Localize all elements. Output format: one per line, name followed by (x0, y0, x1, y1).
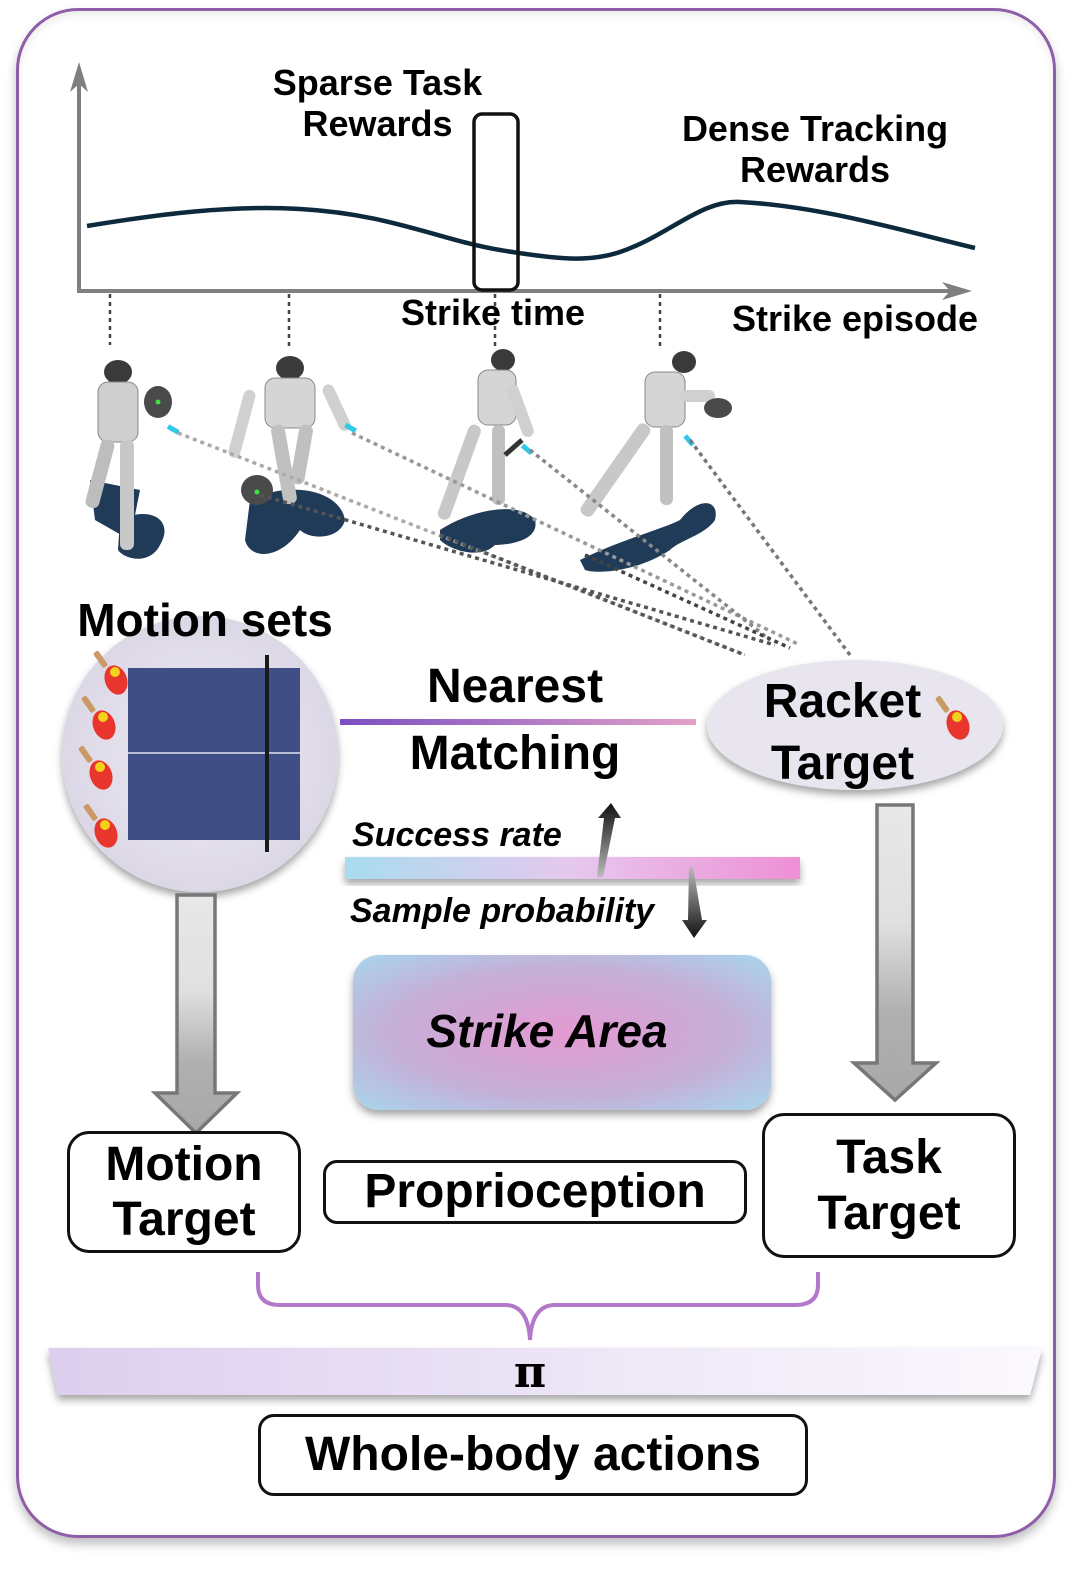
sample-probability-down-arrow-icon (682, 867, 707, 938)
nearest-matching-line (340, 719, 696, 725)
policy-band (48, 1348, 1042, 1395)
strike-episode-label: Strike episode (731, 298, 979, 339)
task-target-box: Task Target (762, 1113, 1016, 1258)
policy-symbol: π (513, 1347, 547, 1398)
input-brace (256, 1272, 820, 1341)
outer-frame (16, 8, 1056, 1538)
curriculum-bar (345, 857, 800, 879)
robot-pose-1 (85, 360, 180, 559)
table-tennis-table (128, 668, 300, 840)
task-down-arrow-icon (849, 803, 941, 1103)
nearest-label: Nearest (426, 660, 604, 713)
motion-sets-title: Motion sets (77, 594, 333, 646)
dense-reward-curve (86, 199, 976, 261)
robot-pose-3 (437, 349, 536, 553)
motion-target-box: Motion Target (67, 1131, 301, 1253)
whole-body-actions-box: Whole-body actions (258, 1414, 808, 1496)
racket-target-label: Racket Target (763, 675, 922, 791)
sample-probability-label: Sample probability (350, 892, 655, 930)
time-markers (108, 294, 662, 350)
strike-area-label: Strike Area (426, 1005, 668, 1057)
sparse-reward-window (472, 112, 520, 292)
sparse-task-rewards-label: Sparse Task Rewards (272, 62, 483, 145)
robot-pose-4 (580, 351, 732, 572)
robot-pose-2 (228, 356, 358, 554)
racket-target-links (177, 431, 852, 657)
success-rate-label: Success rate (352, 816, 562, 854)
reward-chart (70, 62, 976, 350)
x-axis-arrowhead-icon (942, 282, 972, 300)
strike-area-box (353, 955, 771, 1110)
motion-sets-panel (62, 616, 338, 892)
robot-poses (85, 349, 852, 657)
success-rate-up-arrow-icon (597, 803, 621, 877)
motion-down-arrow-icon (150, 893, 242, 1136)
racket-target-ellipse (707, 660, 1003, 790)
dense-tracking-rewards-label: Dense Tracking Rewards (681, 108, 949, 191)
y-axis-arrowhead-icon (70, 62, 88, 92)
proprioception-box: Proprioception (323, 1160, 747, 1224)
strike-time-label: Strike time (400, 292, 586, 333)
matching-label: Matching (409, 727, 621, 780)
